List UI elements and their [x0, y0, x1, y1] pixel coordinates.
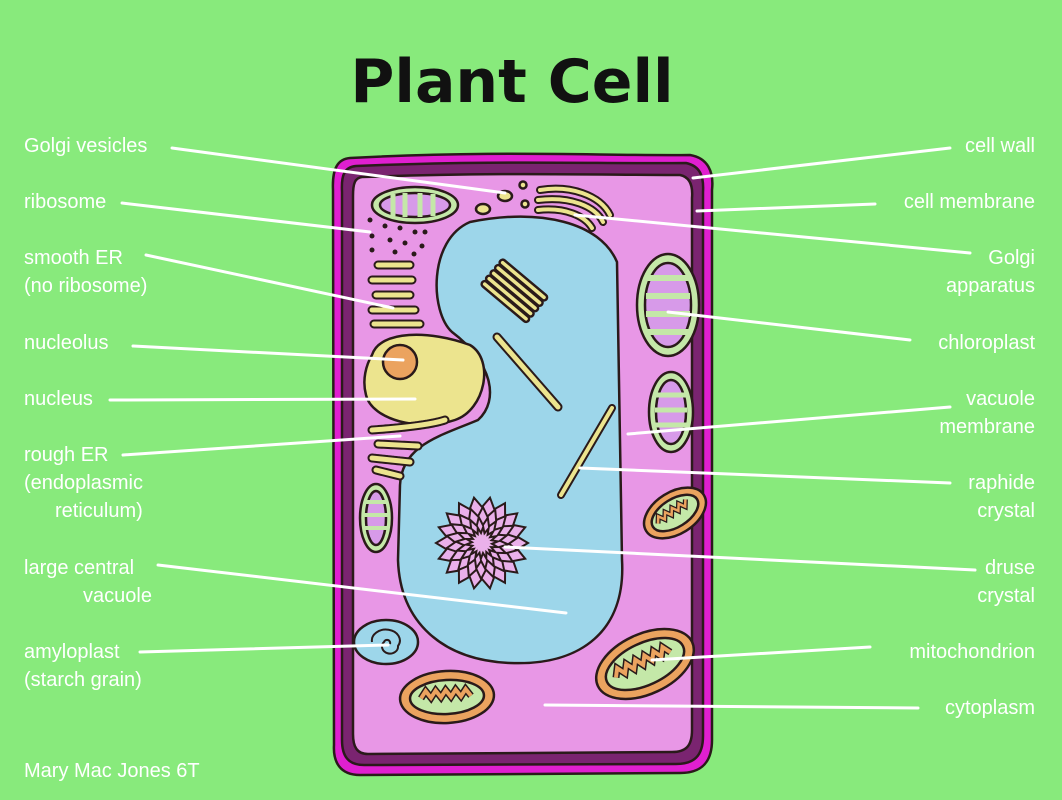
cell — [331, 152, 714, 777]
label-druse-2: crystal — [977, 585, 1035, 607]
label-vacuole-membrane-2: membrane — [939, 416, 1035, 438]
label-amyloplast: amyloplast — [24, 641, 120, 663]
smooth-er — [367, 260, 425, 329]
label-golgi-vesicles: Golgi vesicles — [24, 135, 147, 157]
label-ribosome: ribosome — [24, 191, 106, 213]
ribosomes — [367, 217, 428, 257]
chloroplast — [358, 482, 394, 554]
label-rough-er-note-1: (endoplasmic — [24, 472, 143, 494]
druse-crystal — [434, 495, 530, 591]
label-nucleolus: nucleolus — [24, 332, 109, 354]
label-vacuole-membrane-1: vacuole — [966, 388, 1035, 410]
labels-left: Golgi vesicles ribosome smooth ER (no ri… — [24, 135, 200, 782]
mitochondrion — [594, 627, 696, 701]
label-smooth-er: smooth ER — [24, 247, 123, 269]
nucleus — [363, 333, 486, 426]
label-golgi-apparatus-1: Golgi — [988, 247, 1035, 269]
label-raphide-2: crystal — [977, 500, 1035, 522]
label-mitochondrion: mitochondrion — [909, 641, 1035, 663]
leader-lines — [108, 146, 977, 710]
chloroplast — [370, 185, 460, 225]
golgi-vesicles — [474, 180, 530, 216]
mitochondrion — [642, 486, 708, 540]
label-chloroplast: chloroplast — [938, 332, 1035, 354]
label-smooth-er-note: (no ribosome) — [24, 275, 147, 297]
label-rough-er: rough ER — [24, 444, 109, 466]
amyloplast — [352, 618, 420, 666]
raphide-crystal-bundle — [480, 258, 549, 324]
label-druse-1: druse — [985, 557, 1035, 579]
chloroplast — [647, 370, 695, 454]
label-vacuole-2: vacuole — [83, 585, 152, 607]
druse-crystal-layer — [462, 523, 502, 563]
label-golgi-apparatus-2: apparatus — [946, 275, 1035, 297]
label-vacuole-1: large central — [24, 557, 134, 579]
chloroplast — [635, 252, 701, 358]
label-raphide-1: raphide — [968, 472, 1035, 494]
nucleolus — [381, 343, 419, 381]
label-rough-er-note-2: reticulum) — [55, 500, 143, 522]
page-title: Plant Cell — [350, 47, 673, 117]
author-credit: Mary Mac Jones 6T — [24, 760, 200, 782]
mitochondrion — [398, 669, 496, 725]
label-nucleus: nucleus — [24, 388, 93, 410]
label-cytoplasm: cytoplasm — [945, 697, 1035, 719]
label-cell-membrane: cell membrane — [904, 191, 1035, 213]
rough-er — [367, 415, 450, 481]
label-cell-wall: cell wall — [965, 135, 1035, 157]
labels-right: cell wall cell membrane Golgi apparatus … — [904, 135, 1036, 719]
label-amyloplast-note: (starch grain) — [24, 669, 142, 691]
